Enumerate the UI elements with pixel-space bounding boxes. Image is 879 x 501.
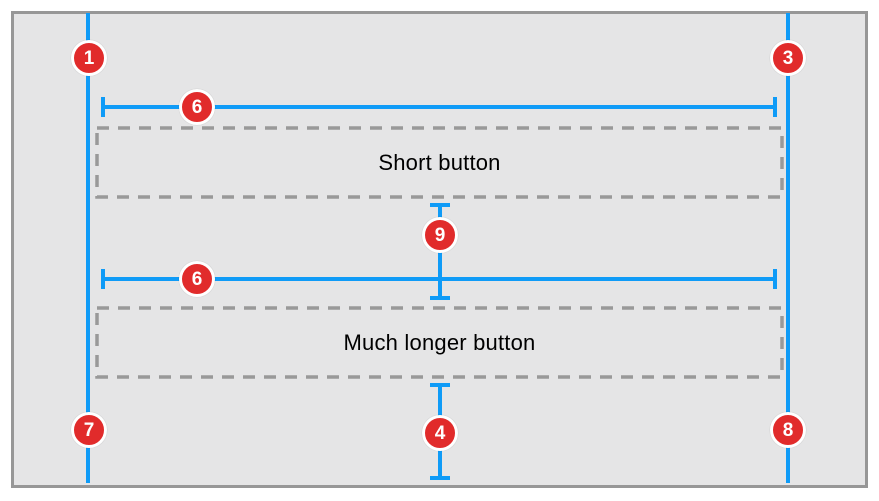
- badge-7-bottom-leading: 7: [71, 412, 107, 448]
- badge-6-top-width: 6: [179, 89, 215, 125]
- badge-6-middle-width: 6: [179, 261, 215, 297]
- long-button-outline: [95, 306, 784, 379]
- width-constraint-top-line: [101, 97, 777, 117]
- short-button-outline: [95, 126, 784, 199]
- long-button-label: Much longer button: [343, 329, 536, 355]
- badge-1-top-leading: 1: [71, 40, 107, 76]
- badge-3-top-trailing: 3: [770, 40, 806, 76]
- badge-9-vertical-spacing: 9: [422, 217, 458, 253]
- badge-8-bottom-trailing: 8: [770, 412, 806, 448]
- badge-4-bottom-spacing: 4: [422, 415, 458, 451]
- short-button-label: Short button: [378, 149, 501, 175]
